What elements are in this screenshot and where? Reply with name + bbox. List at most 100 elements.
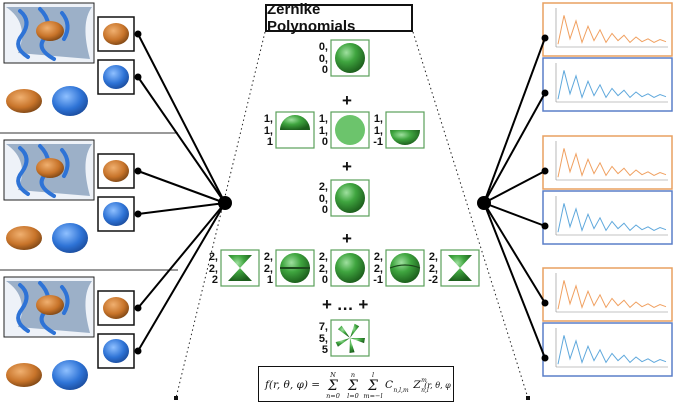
- guide-end-left: [174, 396, 178, 400]
- diagram-title: Zernike Polynomials: [265, 1, 413, 35]
- connector-dot: [541, 34, 549, 42]
- zernike-superscript: m: [421, 377, 427, 384]
- sum-lower-limit: n=0: [326, 392, 340, 400]
- connector-line: [483, 37, 546, 204]
- zernike-index-label: 2, 2, 2: [208, 251, 218, 286]
- blue-descriptor-plot: [542, 57, 673, 112]
- zernike-subscript: n,l: [421, 387, 429, 394]
- zernike-basis-cell: [330, 249, 370, 287]
- orange-descriptor-plot: [542, 2, 673, 57]
- connector-line: [137, 202, 226, 352]
- petal-lobe: [350, 323, 360, 338]
- dotted-guide-left: [175, 31, 266, 399]
- zernike-basis-cell: [330, 179, 370, 217]
- connector-line: [137, 33, 226, 204]
- petal-lobe: [349, 338, 355, 353]
- pocket-blob: [103, 339, 129, 363]
- flat-disc: [335, 115, 365, 145]
- orange-descriptor-plot: [542, 135, 673, 190]
- double-cone: [448, 255, 472, 281]
- zernike-basis-cell: [275, 249, 315, 287]
- bound-ligand: [36, 295, 64, 315]
- connector-line: [483, 202, 546, 304]
- ligand-blob: [103, 160, 129, 182]
- upper-hemisphere: [280, 115, 310, 130]
- zernike-basis-cell: [385, 111, 425, 149]
- connector-line: [137, 76, 226, 204]
- pocket-shape: [52, 360, 88, 390]
- zernike-index-label: 2, 2, -2: [428, 251, 438, 286]
- descriptor-series-line: [557, 15, 667, 45]
- sphere-shape: [335, 43, 365, 73]
- zernike-basis-cell: [330, 39, 370, 77]
- zernike-index-label: 2, 2, -1: [373, 251, 383, 286]
- blue-descriptor-plot: [542, 322, 673, 377]
- connector-line: [483, 202, 546, 359]
- petal-lobe: [335, 338, 350, 347]
- sphere-shape: [390, 253, 420, 283]
- sum-upper-limit: n: [351, 371, 355, 379]
- zernike-basis-cell: [220, 249, 260, 287]
- summation-sign: Σ: [327, 378, 338, 394]
- zernike-index-label: 2, 0, 0: [318, 181, 328, 216]
- connector-dot: [134, 73, 142, 81]
- pocket-shape: [52, 223, 88, 253]
- connector-line: [137, 202, 226, 309]
- zernike-arguments: (r, θ, φ): [424, 381, 451, 390]
- ligand-blob: [103, 23, 129, 45]
- connector-line: [483, 202, 546, 227]
- dotted-guide-right: [412, 31, 529, 399]
- left-protein-panels: [0, 2, 178, 390]
- connector-dot: [134, 30, 142, 38]
- connector-dot: [134, 304, 142, 312]
- zernike-index-label: 1, 1, -1: [373, 113, 383, 148]
- guide-end-right: [526, 396, 530, 400]
- petal-lobe: [350, 338, 365, 344]
- plot-frame: [542, 322, 673, 377]
- ligand-shape: [6, 363, 42, 387]
- sum-lower-limit: m=−l: [363, 392, 382, 400]
- sum-upper-limit: N: [329, 371, 336, 379]
- zernike-index-label: 1, 1, 0: [318, 113, 328, 148]
- zernike-index-label: 2, 2, 0: [318, 251, 328, 286]
- zernike-basis-cell: [440, 249, 480, 287]
- coefficient-subscript: n,l,m: [393, 387, 409, 394]
- ligand-shape: [6, 89, 42, 113]
- protein-structure-panel: [3, 276, 95, 338]
- sphere-shape: [335, 253, 365, 283]
- zernike-index-label: 1, 1, 1: [263, 113, 273, 148]
- zernike-basis-cell: [385, 249, 425, 287]
- plot-frame: [542, 2, 673, 57]
- zernike-basis-cell: [275, 111, 315, 149]
- orange-descriptor-plot: [542, 267, 673, 322]
- descriptor-series-line: [557, 280, 667, 310]
- descriptor-series-line: [557, 70, 667, 100]
- connector-dot: [541, 354, 549, 362]
- blue-descriptor-plot: [542, 190, 673, 245]
- pocket-shape: [52, 86, 88, 116]
- zernike-basis-functions: [220, 39, 480, 357]
- protein-structure-panel: [3, 139, 95, 201]
- connector-dot: [541, 167, 549, 175]
- zernike-basis-cell: [330, 111, 370, 149]
- protein-structure-panel: [3, 2, 95, 64]
- zernike-basis-cell: [330, 319, 370, 357]
- lower-hemisphere: [390, 130, 420, 145]
- plot-frame: [542, 57, 673, 112]
- connector-dot: [134, 210, 142, 218]
- ligand-shape: [6, 226, 42, 250]
- zernike-index-label: 0, 0, 0: [318, 41, 328, 76]
- plus-sign: +: [342, 157, 352, 176]
- connector-line: [483, 92, 546, 204]
- right-descriptor-plots: [542, 2, 673, 377]
- connector-dot: [541, 299, 549, 307]
- pocket-blob: [103, 202, 129, 226]
- connector-dot: [541, 222, 549, 230]
- zernike-index-label: 7, 5, 5: [318, 321, 328, 356]
- svg-text:f(r, θ, φ) =: f(r, θ, φ) =: [264, 379, 320, 391]
- left-connector-lines: [134, 30, 232, 355]
- connector-dot: [134, 347, 142, 355]
